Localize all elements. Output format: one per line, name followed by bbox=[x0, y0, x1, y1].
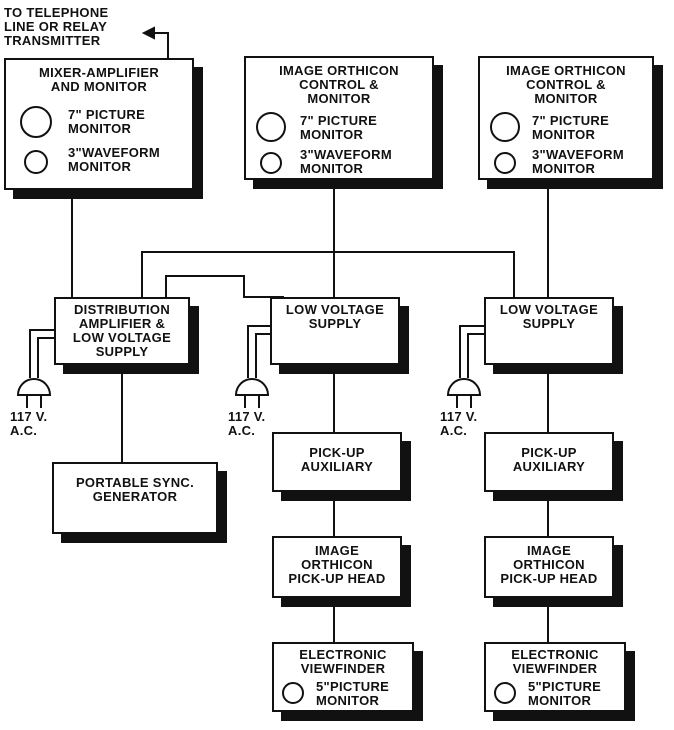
power-cord-2b bbox=[255, 333, 272, 378]
ac-label-1: 117 V. A.C. bbox=[10, 409, 48, 438]
power-cord-3a bbox=[459, 325, 486, 378]
ac-plug-1 bbox=[16, 378, 52, 396]
pickup-auxiliary-box-1: PICK-UP AUXILIARY bbox=[272, 432, 402, 492]
mixer-amplifier-monitor-box: MIXER-AMPLIFIER AND MONITOR 7" PICTURE M… bbox=[4, 58, 194, 190]
output-arrowhead bbox=[141, 26, 155, 40]
mixer-title: MIXER-AMPLIFIER AND MONITOR bbox=[38, 65, 160, 94]
control2-waveform-label: 3"WAVEFORM MONITOR bbox=[532, 147, 624, 176]
control1-waveform-label: 3"WAVEFORM MONITOR bbox=[300, 147, 392, 176]
head2-label: IMAGE ORTHICON PICK-UP HEAD bbox=[500, 543, 598, 586]
distribution-label: DISTRIBUTION AMPLIFIER & LOW VOLTAGE SUP… bbox=[72, 302, 172, 359]
distribution-amplifier-box: DISTRIBUTION AMPLIFIER & LOW VOLTAGE SUP… bbox=[54, 297, 190, 365]
wire-bus-outer bbox=[141, 251, 515, 297]
mixer-waveform-label: 3"WAVEFORM MONITOR bbox=[68, 145, 160, 174]
head1-label: IMAGE ORTHICON PICK-UP HEAD bbox=[288, 543, 386, 586]
waveform-monitor-icon bbox=[494, 152, 516, 174]
aux1-label: PICK-UP AUXILIARY bbox=[300, 445, 374, 474]
power-cord-1a bbox=[29, 329, 56, 378]
electronic-viewfinder-box-2: ELECTRONIC VIEWFINDER 5"PICTURE MONITOR bbox=[484, 642, 626, 712]
telephone-line-note: TO TELEPHONE LINE OR RELAY TRANSMITTER bbox=[4, 5, 109, 48]
ac-label-2: 117 V. A.C. bbox=[228, 409, 266, 438]
ac-plug-3 bbox=[446, 378, 482, 396]
picture-monitor-icon bbox=[282, 682, 304, 704]
picture-monitor-icon bbox=[20, 106, 52, 138]
pickup-auxiliary-box-2: PICK-UP AUXILIARY bbox=[484, 432, 614, 492]
vf1-title: ELECTRONIC VIEWFINDER bbox=[299, 647, 387, 676]
portable-sync-generator-box: PORTABLE SYNC. GENERATOR bbox=[52, 462, 218, 534]
sync-label: PORTABLE SYNC. GENERATOR bbox=[75, 475, 195, 504]
orthicon-control-box-1: IMAGE ORTHICON CONTROL & MONITOR 7" PICT… bbox=[244, 56, 434, 180]
lvs1-label: LOW VOLTAGE SUPPLY bbox=[285, 302, 385, 331]
control1-title: IMAGE ORTHICON CONTROL & MONITOR bbox=[279, 63, 399, 106]
vf2-title: ELECTRONIC VIEWFINDER bbox=[511, 647, 599, 676]
lvs2-label: LOW VOLTAGE SUPPLY bbox=[499, 302, 599, 331]
control2-title: IMAGE ORTHICON CONTROL & MONITOR bbox=[506, 63, 626, 106]
control2-picture-label: 7" PICTURE MONITOR bbox=[532, 113, 610, 142]
vf1-picture-label: 5"PICTURE MONITOR bbox=[316, 679, 390, 708]
low-voltage-supply-box-1: LOW VOLTAGE SUPPLY bbox=[270, 297, 400, 365]
vf2-picture-label: 5"PICTURE MONITOR bbox=[528, 679, 602, 708]
orthicon-control-box-2: IMAGE ORTHICON CONTROL & MONITOR 7" PICT… bbox=[478, 56, 654, 180]
pickup-head-box-1: IMAGE ORTHICON PICK-UP HEAD bbox=[272, 536, 402, 598]
waveform-monitor-icon bbox=[24, 150, 48, 174]
mixer-picture-label: 7" PICTURE MONITOR bbox=[68, 107, 146, 136]
aux2-label: PICK-UP AUXILIARY bbox=[512, 445, 586, 474]
output-arrow-line bbox=[152, 32, 169, 58]
wire-bus-inner bbox=[165, 275, 284, 298]
low-voltage-supply-box-2: LOW VOLTAGE SUPPLY bbox=[484, 297, 614, 365]
electronic-viewfinder-box-1: ELECTRONIC VIEWFINDER 5"PICTURE MONITOR bbox=[272, 642, 414, 712]
picture-monitor-icon bbox=[494, 682, 516, 704]
picture-monitor-icon bbox=[256, 112, 286, 142]
picture-monitor-icon bbox=[490, 112, 520, 142]
pickup-head-box-2: IMAGE ORTHICON PICK-UP HEAD bbox=[484, 536, 614, 598]
waveform-monitor-icon bbox=[260, 152, 282, 174]
ac-plug-2 bbox=[234, 378, 270, 396]
power-cord-1b bbox=[37, 337, 56, 378]
power-cord-3b bbox=[467, 333, 486, 378]
ac-label-3: 117 V. A.C. bbox=[440, 409, 478, 438]
power-cord-2a bbox=[247, 325, 272, 378]
control1-picture-label: 7" PICTURE MONITOR bbox=[300, 113, 378, 142]
